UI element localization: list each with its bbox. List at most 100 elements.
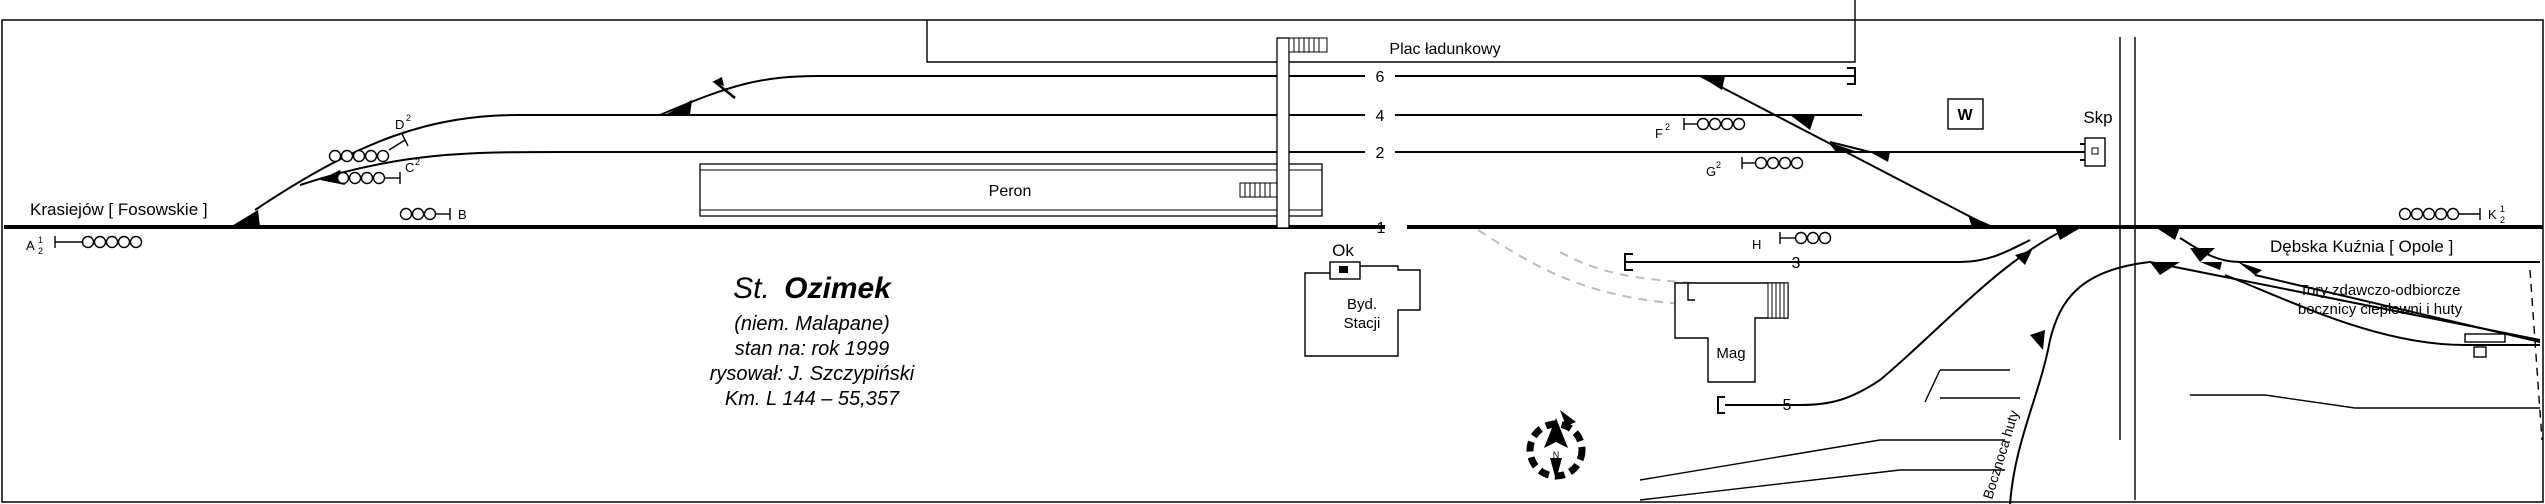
signal-A-label: A [26, 238, 35, 253]
siding-hut [2473, 346, 2487, 358]
footbridge-stairs [1288, 37, 1328, 53]
switch-wedge [2200, 262, 2222, 270]
signal-K-icon [2398, 207, 2481, 221]
signal-G-sup: 2 [1716, 160, 1721, 170]
track-4-west [254, 114, 1365, 211]
frame [1, 19, 2544, 503]
signal-A-sup: 1 [38, 235, 43, 245]
signal-F-icon [1683, 117, 1746, 131]
magazine-ramp [1767, 282, 1789, 319]
derailer-mark [714, 81, 736, 99]
skp-label: Skp [2083, 108, 2112, 127]
platform-label: Peron [989, 183, 1032, 200]
huta-siding-label: Bocznoca huty [1980, 408, 2022, 501]
east-siding-h [2224, 274, 2466, 346]
ticket-office-window [1339, 266, 1348, 273]
switch-wedge [2155, 227, 2180, 240]
station-building-label-2: Stacji [1344, 315, 1381, 332]
lower-road [1639, 439, 2005, 481]
derailer-head [712, 77, 724, 86]
track-6-buffer [1847, 67, 1856, 85]
switch-wedge [1828, 142, 1858, 152]
switch-wedge [665, 100, 692, 115]
signal-D-sup: 2 [406, 113, 411, 123]
track-2-label: 2 [1376, 145, 1385, 162]
east-siding-d [2254, 274, 2541, 343]
w-building [1947, 98, 1984, 130]
magazine-dock [1687, 283, 1695, 301]
switch-wedge [2030, 330, 2045, 350]
track-1-label: 1 [1377, 220, 1386, 237]
lower-road-2 [1639, 469, 2005, 501]
compass-n: N [1553, 450, 1560, 460]
east-siding-top [2179, 237, 2540, 263]
signal-K-sup: 1 [2500, 204, 2505, 214]
station-state: stan na: rok 1999 [735, 338, 890, 360]
switch-wedge [1700, 76, 1725, 90]
crossover-2-link [1829, 141, 1871, 153]
loading-yard-label: Plac ładunkowy [1389, 41, 1500, 58]
east-lower-line [2190, 394, 2540, 409]
signal-K-sub: 2 [2500, 215, 2505, 225]
signal-H-label: H [1752, 237, 1761, 252]
footbridge [1276, 37, 1290, 229]
track-6-west [659, 75, 1365, 116]
skp-inner [2091, 147, 2099, 155]
track-3-buffer [1624, 253, 1633, 271]
disused-siding-2 [1559, 251, 1721, 286]
track-3 [1625, 239, 2031, 263]
compass-icon: N [1526, 410, 1586, 480]
track-3-label: 3 [1792, 255, 1801, 272]
station-title: St. Ozimek [733, 272, 892, 305]
switch-wedge [2190, 248, 2215, 262]
signal-A-icon [54, 235, 143, 249]
signal-G-icon [1741, 156, 1804, 170]
signal-F-sup: 2 [1665, 122, 1670, 132]
boundary-dashed [2529, 269, 2543, 441]
signal-B-icon [399, 207, 451, 221]
signal-C-sup: 2 [415, 157, 420, 167]
signal-B-label: B [458, 207, 467, 222]
huta-siding-curve [2009, 261, 2151, 504]
siding-desc-1: Tory zdawczo-odbiorcze [2300, 282, 2461, 299]
platform-inner [699, 169, 1323, 211]
station-building-label-1: Byd. [1347, 296, 1377, 313]
w-building-label: W [1957, 107, 1973, 124]
signal-A-sub: 2 [38, 246, 43, 256]
signal-D-label: D [395, 117, 404, 132]
switch-wedge [2015, 250, 2032, 265]
station-author: rysował: J. Szczypiński [710, 363, 915, 385]
station-german-name: (niem. Malapane) [734, 313, 890, 335]
track-5-buffer [1717, 396, 1725, 414]
switch-wedge [230, 210, 260, 227]
signal-H-icon [1779, 231, 1832, 245]
road-stub-2 [1924, 369, 1941, 403]
switch-wedge [1968, 215, 1995, 227]
station-title-name: Ozimek [784, 272, 892, 305]
siding-desc-2: bocznicy ciepłowni i huty [2298, 301, 2463, 318]
ticket-office-label: Ok [1332, 241, 1354, 260]
signal-C-label: C [405, 160, 414, 175]
platform-stairs [1239, 182, 1279, 198]
signal-G-label: G [1706, 164, 1716, 179]
loading-yard-outline [926, 0, 1856, 63]
switch-wedge [2238, 262, 2262, 275]
signal-K-label: K [2488, 207, 2497, 222]
switch-wedge [1870, 152, 1890, 162]
signal-D-icon [328, 133, 409, 163]
track-5-label: 5 [1783, 397, 1792, 414]
track-4-label: 4 [1376, 108, 1385, 125]
track-5 [1725, 226, 2071, 406]
station-title-prefix: St. [733, 272, 770, 305]
track-6-label: 6 [1376, 69, 1385, 86]
switch-wedge [1790, 115, 1815, 130]
siding-platform [2464, 333, 2506, 343]
station-km: Km. L 144 – 55,357 [725, 388, 900, 410]
magazine-label: Mag [1716, 345, 1745, 362]
direction-west: Krasiejów [ Fosowskie ] [30, 200, 208, 219]
switch-wedge [2150, 262, 2180, 275]
signal-C-icon [336, 171, 401, 185]
direction-east: Dębska Kuźnia [ Opole ] [2270, 237, 2453, 256]
signal-F-label: F [1655, 126, 1663, 141]
